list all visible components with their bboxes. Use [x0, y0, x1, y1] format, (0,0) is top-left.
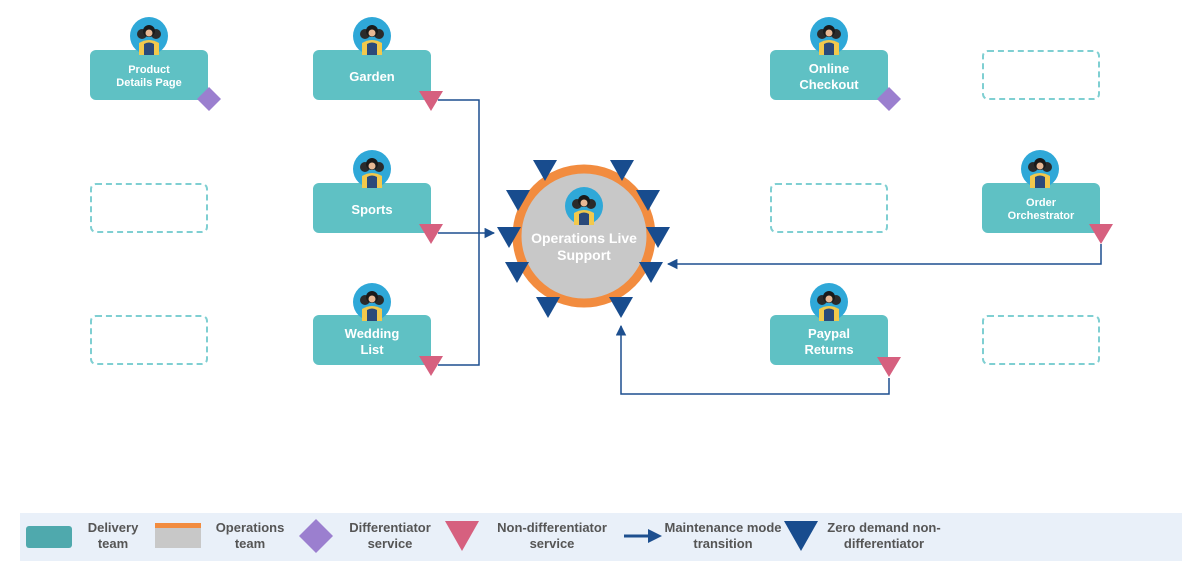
empty-team-slot	[982, 315, 1100, 365]
team-online-checkout[interactable]: Online Checkout	[770, 50, 888, 100]
team-label: Sports	[351, 202, 393, 218]
zero-demand-triangle-icon	[636, 190, 660, 211]
team-product-details-page[interactable]: Product Details Page	[90, 50, 208, 100]
legend-operations-team: Operations team	[215, 520, 285, 552]
team-avatar-icon	[565, 187, 603, 225]
non-differentiator-triangle-icon	[419, 224, 443, 244]
connector-order-orchestrator	[666, 244, 1102, 270]
zero-demand-triangle-icon	[536, 297, 560, 318]
team-label: Paypal Returns	[804, 326, 854, 357]
zero-demand-triangle-icon	[784, 521, 818, 551]
empty-team-slot	[982, 50, 1100, 100]
connector-garden	[438, 99, 480, 233]
delivery-team-swatch	[26, 526, 72, 548]
team-garden[interactable]: Garden	[313, 50, 431, 100]
connector-wedding	[438, 233, 480, 366]
legend-delivery-team: Delivery team	[87, 520, 139, 552]
legend-differentiator-service: Differentiator service	[349, 520, 431, 552]
zero-demand-triangle-icon	[497, 227, 521, 248]
team-label: Order Orchestrator	[1007, 196, 1075, 222]
operations-team-swatch	[155, 523, 201, 548]
non-differentiator-triangle-icon	[419, 91, 443, 111]
empty-team-slot	[90, 183, 208, 233]
empty-team-slot	[770, 183, 888, 233]
differentiator-diamond-icon	[299, 519, 333, 553]
team-order-orchestrator[interactable]: Order Orchestrator	[982, 183, 1100, 233]
zero-demand-triangle-icon	[609, 297, 633, 318]
legend-bar	[20, 513, 1182, 561]
non-differentiator-triangle-icon	[419, 356, 443, 376]
connector-paypal	[615, 324, 890, 395]
legend-maintenance-mode-transition: Maintenance mode transition	[664, 520, 782, 552]
zero-demand-triangle-icon	[506, 190, 530, 211]
empty-team-slot	[90, 315, 208, 365]
legend-non-differentiator-service: Non-differentiator service	[497, 520, 607, 552]
team-label: Online Checkout	[799, 61, 859, 92]
team-avatar-icon	[1021, 150, 1059, 188]
differentiator-diamond-icon	[877, 87, 901, 111]
team-sports[interactable]: Sports	[313, 183, 431, 233]
team-avatar-icon	[810, 17, 848, 55]
team-avatar-icon	[353, 283, 391, 321]
maintenance-arrow-icon	[624, 529, 662, 543]
zero-demand-triangle-icon	[646, 227, 670, 248]
operations-live-support-label: Operations Live Support	[531, 230, 637, 263]
operations-ring	[512, 164, 656, 308]
zero-demand-triangle-icon	[639, 262, 663, 283]
team-paypal-returns[interactable]: Paypal Returns	[770, 315, 888, 365]
zero-demand-triangle-icon	[505, 262, 529, 283]
zero-demand-triangle-icon	[610, 160, 634, 181]
team-avatar-icon	[353, 17, 391, 55]
team-avatar-icon	[353, 150, 391, 188]
differentiator-diamond-icon	[197, 87, 221, 111]
zero-demand-triangle-icon	[533, 160, 557, 181]
non-differentiator-triangle-icon	[445, 521, 479, 551]
legend-zero-demand-non-differentiator: Zero demand non-differentiator	[827, 520, 941, 552]
non-differentiator-triangle-icon	[1089, 224, 1113, 244]
non-differentiator-triangle-icon	[877, 357, 901, 377]
team-label: Garden	[349, 69, 395, 85]
team-wedding-list[interactable]: Wedding List	[313, 315, 431, 365]
team-avatar-icon	[810, 283, 848, 321]
team-avatar-icon	[130, 17, 168, 55]
team-label: Wedding List	[344, 326, 400, 357]
team-label: Product Details Page	[116, 63, 182, 89]
zero-demand-markers	[497, 160, 670, 318]
